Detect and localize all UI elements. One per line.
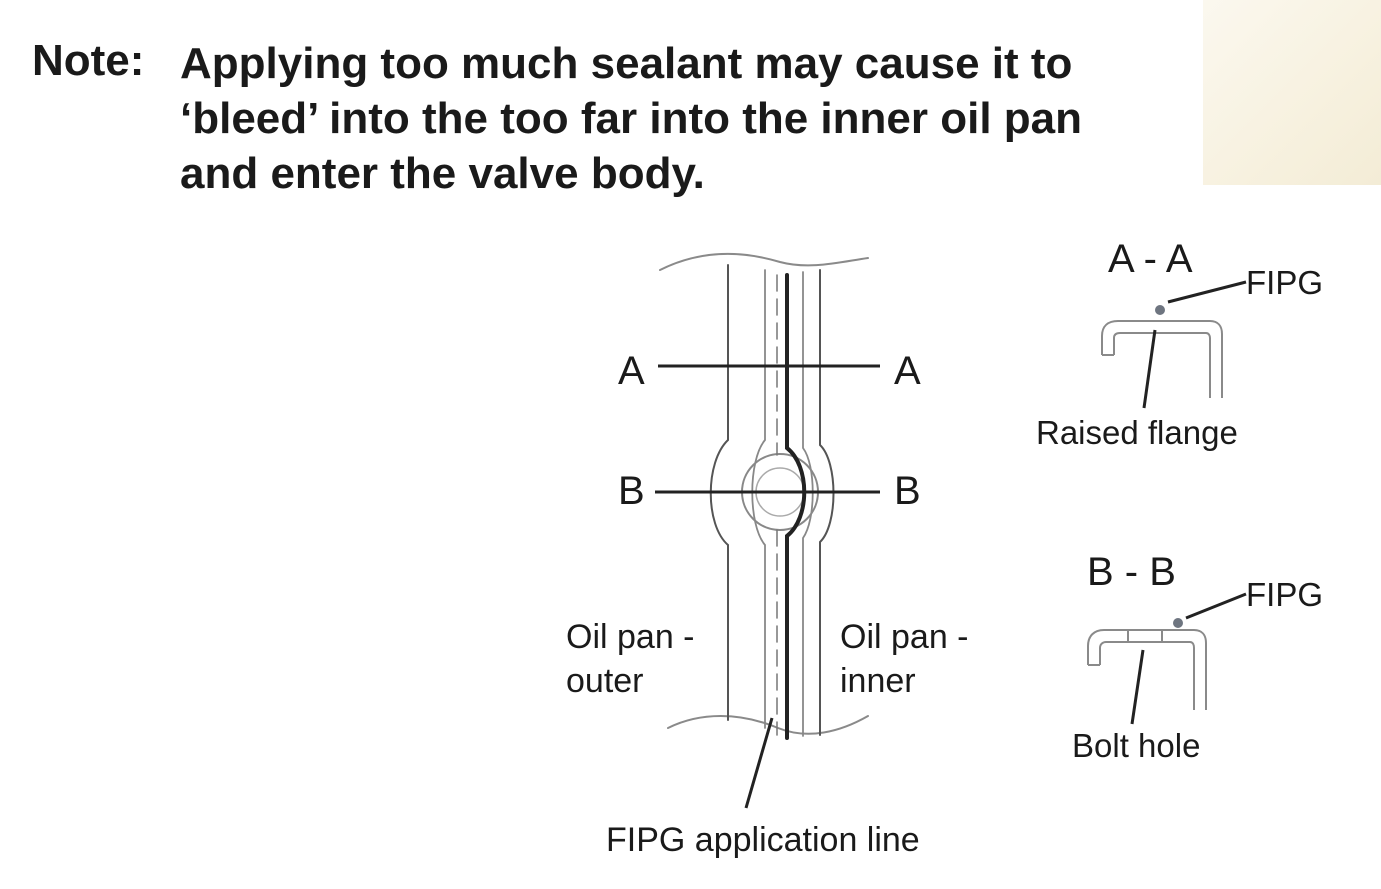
application-line-leader [744,717,774,809]
section-bb-fipg-dot [1173,618,1183,628]
section-bb-fipg-label: FIPG [1246,576,1323,613]
section-a-left-label: A [618,349,645,393]
section-b-left-label: B [618,469,645,513]
bolt-hole-leader [1130,649,1145,725]
section-aa-fipg-dot [1155,305,1165,315]
oil-pan-inner-label-line2: inner [840,662,916,700]
raised-flange-profile [1101,320,1223,398]
raised-flange-label: Raised flange [1036,414,1238,451]
section-bb: B - B FIPG Bolt hole [1072,550,1323,764]
oil-pan-flange-drawing [659,252,869,740]
bolt-hole-profile [1087,629,1207,710]
note-label: Note: [32,36,145,85]
section-b-right-label: B [894,469,921,513]
section-aa-title: A - A [1108,237,1193,281]
note-line: ‘bleed’ into the too far into the inner … [180,94,1082,143]
section-bb-fipg-leader [1185,592,1247,620]
section-aa-fipg-label: FIPG [1246,264,1323,301]
oil-pan-inner-label-line1: Oil pan - [840,618,969,656]
bolt-hole-label: Bolt hole [1072,727,1200,764]
note-line: Applying too much sealant may cause it t… [180,39,1073,88]
section-aa-fipg-leader [1167,280,1247,304]
oil-pan-outer-label-line1: Oil pan - [566,618,695,656]
raised-flange-leader [1142,329,1157,409]
application-line-label: FIPG application line [606,821,920,859]
paper-swatch [1203,0,1381,185]
section-bb-title: B - B [1087,550,1176,594]
note-text: Applying too much sealant may cause it t… [180,36,1180,201]
note-line: and enter the valve body. [180,149,705,198]
section-aa: A - A FIPG Raised flange [1036,237,1323,451]
oil-pan-outer-label-line2: outer [566,662,644,700]
section-a-right-label: A [894,349,921,393]
